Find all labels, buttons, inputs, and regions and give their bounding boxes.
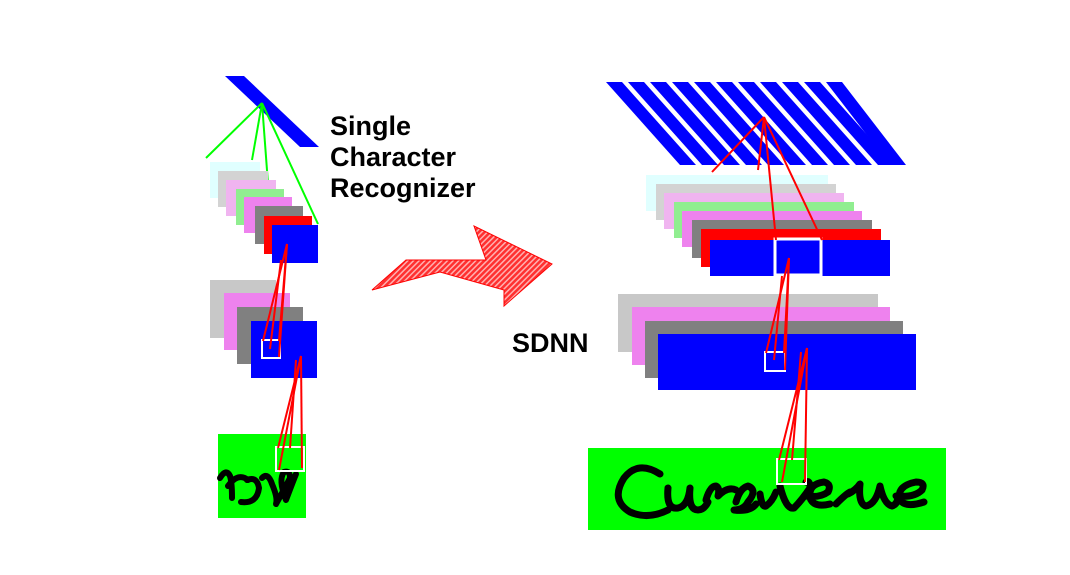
right-output-layer (606, 82, 906, 165)
right-red-connections-top (711, 116, 823, 241)
left-upper-feature-maps (210, 162, 318, 263)
label-line-1: Single (330, 111, 412, 141)
left-lower-feature-maps (210, 280, 317, 378)
right-upper-feature-maps (646, 175, 890, 277)
transform-arrow (371, 225, 553, 308)
sdnn-label: SDNN (512, 328, 589, 358)
left-input-cursive-fragment (217, 468, 299, 507)
label-line-2: Character (330, 142, 457, 172)
right-red-connections-bottom (778, 347, 808, 483)
single-character-recognizer-label: Single Character Recognizer (330, 111, 476, 204)
left-output-layer (225, 76, 319, 147)
right-input-cursive-word (614, 464, 928, 519)
left-red-connections-lower (277, 355, 303, 471)
right-lower-feature-maps (618, 294, 916, 390)
label-line-3: Recognizer (330, 173, 476, 203)
left-green-connections (205, 102, 319, 225)
left-network (205, 76, 319, 518)
left-red-connections-upper (262, 243, 288, 358)
right-network (588, 82, 946, 530)
right-input-image (588, 448, 946, 530)
right-red-connections-mid (765, 257, 790, 371)
left-input-image (217, 434, 306, 518)
right-upper-receptive-field (773, 237, 823, 277)
